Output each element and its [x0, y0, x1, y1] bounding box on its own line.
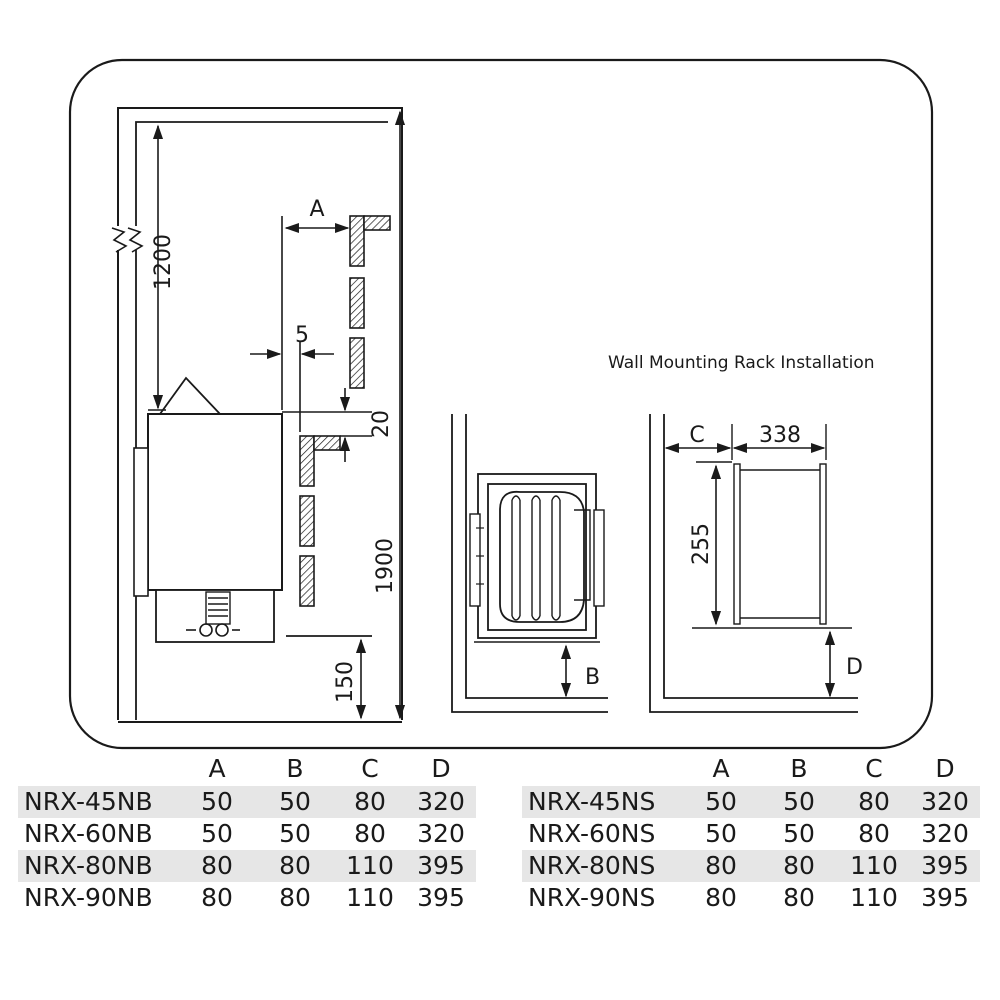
value-d: 395 — [921, 883, 969, 912]
header-c: C — [865, 754, 883, 783]
value-c: 80 — [838, 786, 910, 818]
value-d: 320 — [910, 786, 980, 818]
header-c: C — [361, 754, 379, 783]
table-row: NRX-60NB 50 50 80 320 — [18, 818, 476, 850]
header-b: B — [286, 754, 304, 783]
value-c: 80 — [354, 819, 386, 848]
value-d: 395 — [417, 883, 465, 912]
value-c: 110 — [850, 883, 898, 912]
dim-d-label: D — [846, 655, 863, 680]
value-c: 110 — [346, 883, 394, 912]
header-d: D — [935, 754, 955, 783]
value-c: 80 — [334, 786, 406, 818]
table-row: NRX-80NS 80 80 110 395 — [522, 850, 980, 882]
header-d: D — [431, 754, 451, 783]
model-cell: NRX-80NS — [522, 850, 682, 882]
header-a: A — [712, 754, 730, 783]
dim-338-label: 338 — [759, 423, 801, 448]
model-cell: NRX-45NB — [18, 786, 178, 818]
model-cell: NRX-60NB — [24, 819, 153, 848]
header-blank — [18, 752, 178, 786]
dim-a-label: A — [309, 197, 324, 222]
value-b: 80 — [279, 883, 311, 912]
value-a: 50 — [178, 786, 256, 818]
value-a: 80 — [682, 850, 760, 882]
value-b: 80 — [783, 883, 815, 912]
nb-dimension-table: A B C D NRX-45NB 50 50 80 320 NRX-60NB 5… — [18, 752, 476, 914]
header-blank — [522, 752, 682, 786]
table-header-row: A B C D — [18, 752, 476, 786]
model-cell: NRX-90NB — [24, 883, 153, 912]
value-b: 50 — [279, 819, 311, 848]
rack-dimensions — [664, 442, 836, 698]
top-view — [451, 414, 608, 713]
dim-1900-label: 1900 — [373, 538, 398, 594]
table-row: NRX-90NB 80 80 110 395 — [18, 882, 476, 914]
model-cell: NRX-80NB — [18, 850, 178, 882]
dim-1200-label: 1200 — [151, 234, 176, 290]
dim-20-label: 20 — [369, 410, 394, 438]
diagram-frame — [68, 58, 934, 750]
dim-b-label: B — [585, 665, 600, 690]
rack-view — [649, 414, 858, 713]
side-view — [111, 107, 403, 723]
value-d: 320 — [406, 786, 476, 818]
model-cell: NRX-90NS — [528, 883, 656, 912]
value-b: 50 — [760, 786, 838, 818]
value-d: 395 — [406, 850, 476, 882]
side-view-dimensions — [152, 110, 406, 720]
dim-c-label: C — [689, 423, 704, 448]
table-row: NRX-45NB 50 50 80 320 — [18, 786, 476, 818]
value-a: 80 — [201, 883, 233, 912]
dim-5-label: 5 — [295, 323, 309, 348]
table-row: NRX-80NB 80 80 110 395 — [18, 850, 476, 882]
wall-mounting-caption: Wall Mounting Rack Installation — [608, 353, 875, 373]
value-b: 50 — [783, 819, 815, 848]
value-b: 80 — [760, 850, 838, 882]
value-c: 110 — [334, 850, 406, 882]
value-a: 50 — [705, 819, 737, 848]
value-a: 80 — [178, 850, 256, 882]
installation-diagram: 1200 1900 150 20 5 A B Wall Mounting Rac… — [68, 58, 934, 750]
table-row: NRX-60NS 50 50 80 320 — [522, 818, 980, 850]
model-cell: NRX-60NS — [528, 819, 656, 848]
value-a: 80 — [705, 883, 737, 912]
table-header-row: A B C D — [522, 752, 980, 786]
value-a: 50 — [682, 786, 760, 818]
value-c: 80 — [858, 819, 890, 848]
value-d: 395 — [910, 850, 980, 882]
value-b: 80 — [256, 850, 334, 882]
ns-dimension-table: A B C D NRX-45NS 50 50 80 320 NRX-60NS 5… — [522, 752, 980, 914]
value-b: 50 — [256, 786, 334, 818]
model-cell: NRX-45NS — [522, 786, 682, 818]
value-a: 50 — [201, 819, 233, 848]
value-d: 320 — [921, 819, 969, 848]
dim-255-label: 255 — [689, 523, 714, 565]
dim-150-label: 150 — [333, 661, 358, 703]
value-d: 320 — [417, 819, 465, 848]
value-c: 110 — [838, 850, 910, 882]
table-row: NRX-90NS 80 80 110 395 — [522, 882, 980, 914]
table-row: NRX-45NS 50 50 80 320 — [522, 786, 980, 818]
header-a: A — [208, 754, 226, 783]
header-b: B — [790, 754, 808, 783]
